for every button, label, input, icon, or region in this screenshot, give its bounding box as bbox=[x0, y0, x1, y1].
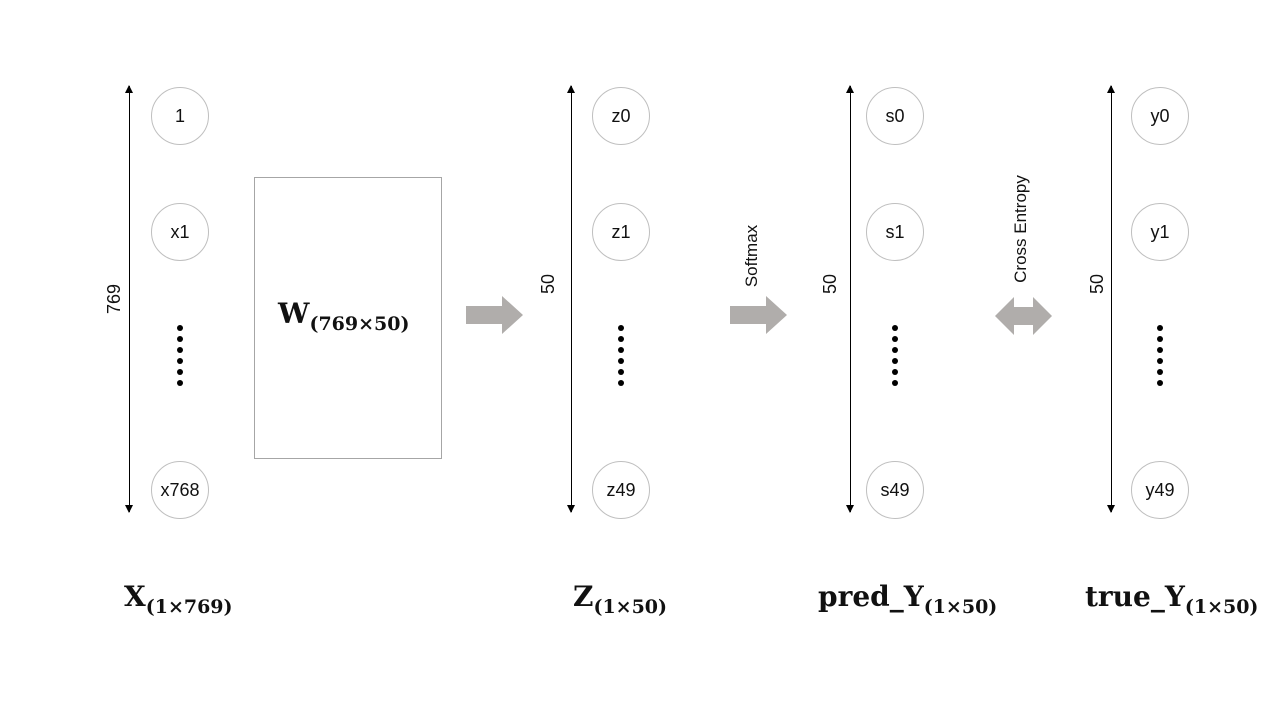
true-dimension-label: 50 bbox=[1087, 273, 1107, 295]
forward-arrow-icon bbox=[466, 296, 523, 334]
z-node-0: z0 bbox=[592, 87, 650, 145]
cross-entropy-arrow-icon bbox=[995, 297, 1052, 335]
pred-dimension-line bbox=[846, 85, 854, 513]
true-vector-shape: (1×50) bbox=[1184, 596, 1259, 618]
true-node-49: y49 bbox=[1131, 461, 1189, 519]
weight-matrix-label: W(769×50) bbox=[278, 297, 409, 335]
weight-matrix-symbol: W bbox=[278, 297, 310, 330]
pred-vector-symbol: pred_Y bbox=[818, 580, 924, 613]
true-vector-symbol: true_Y bbox=[1085, 580, 1185, 613]
cross-entropy-label: Cross Entropy bbox=[1011, 175, 1030, 283]
z-node-49: z49 bbox=[592, 461, 650, 519]
softmax-arrow-icon bbox=[730, 296, 787, 334]
x-node-768: x768 bbox=[151, 461, 209, 519]
z-dimension-line bbox=[567, 85, 575, 513]
z-node-1: z1 bbox=[592, 203, 650, 261]
pred-dimension-label: 50 bbox=[820, 273, 840, 295]
x-vector-symbol: X bbox=[124, 580, 146, 613]
pred-node-1: s1 bbox=[866, 203, 924, 261]
x-dimension-label: 769 bbox=[104, 283, 124, 315]
x-ellipsis bbox=[176, 325, 184, 391]
pred-node-0: s0 bbox=[866, 87, 924, 145]
x-vector-label: X(1×769) bbox=[124, 580, 233, 618]
true-node-0: y0 bbox=[1131, 87, 1189, 145]
true-node-1: y1 bbox=[1131, 203, 1189, 261]
true-vector-label: true_Y(1×50) bbox=[1085, 580, 1258, 618]
z-vector-label: Z(1×50) bbox=[573, 580, 667, 618]
true-ellipsis bbox=[1156, 325, 1164, 391]
z-vector-symbol: Z bbox=[573, 580, 594, 613]
weight-matrix-box bbox=[254, 177, 442, 459]
x-dimension-line bbox=[125, 85, 133, 513]
z-vector-shape: (1×50) bbox=[593, 596, 668, 618]
x-node-bias: 1 bbox=[151, 87, 209, 145]
z-dimension-label: 50 bbox=[538, 273, 558, 295]
pred-ellipsis bbox=[891, 325, 899, 391]
x-node-1: x1 bbox=[151, 203, 209, 261]
z-ellipsis bbox=[617, 325, 625, 391]
x-vector-shape: (1×769) bbox=[145, 596, 233, 618]
true-dimension-line bbox=[1107, 85, 1115, 513]
softmax-label: Softmax bbox=[742, 224, 761, 288]
weight-matrix-shape: (769×50) bbox=[309, 313, 410, 335]
pred-vector-shape: (1×50) bbox=[923, 596, 998, 618]
pred-vector-label: pred_Y(1×50) bbox=[818, 580, 997, 618]
pred-node-49: s49 bbox=[866, 461, 924, 519]
